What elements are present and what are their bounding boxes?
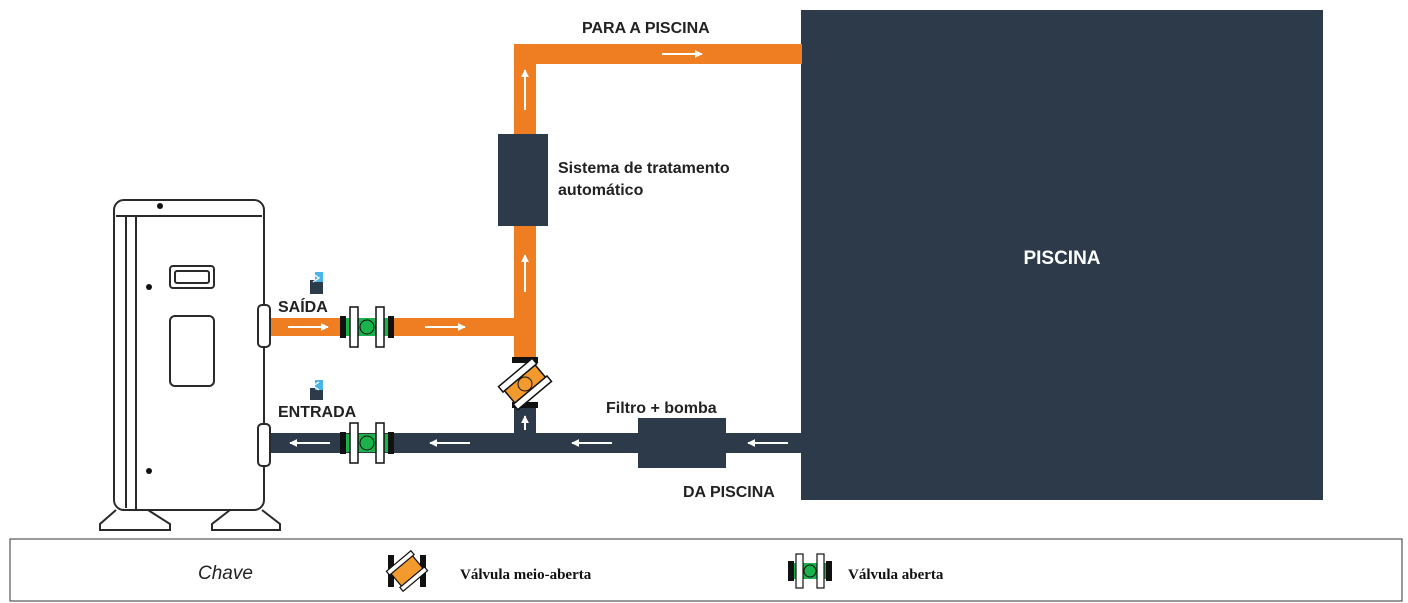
- legend-title: Chave: [198, 563, 253, 584]
- legend-half-open-label: Válvula meio-aberta: [460, 567, 592, 583]
- legend-half-open-valve-icon: [385, 549, 429, 593]
- legend-open-label: Válvula aberta: [848, 567, 944, 583]
- outlet-pipe: [270, 44, 802, 360]
- to-pool-label: PARA A PISCINA: [582, 20, 710, 37]
- treatment-label-1: Sistema de tratamento: [558, 160, 730, 177]
- pool: [801, 10, 1323, 500]
- from-pool-label: DA PISCINA: [683, 484, 775, 501]
- heat-pump-dots: [146, 203, 163, 474]
- outlet-label: SAÍDA: [278, 297, 328, 316]
- heat-pump-unit: [99, 199, 281, 531]
- inlet-valve-open: [340, 422, 394, 464]
- water-out-icon: [310, 272, 323, 294]
- inlet-label: ENTRADA: [278, 404, 357, 421]
- flow-arrows: [288, 50, 788, 447]
- treatment-system-box: [498, 134, 548, 226]
- filter-pump-box: [638, 418, 726, 468]
- legend-box: [9, 538, 1403, 602]
- outlet-valve-open: [340, 306, 394, 348]
- pool-label: PISCINA: [1023, 248, 1100, 269]
- treatment-label-2: automático: [558, 182, 644, 199]
- filter-pump-label: Filtro + bomba: [606, 400, 717, 417]
- legend-open-valve-icon: [788, 553, 832, 589]
- water-in-icon: [310, 380, 323, 400]
- bypass-valve-half-open: [497, 357, 553, 411]
